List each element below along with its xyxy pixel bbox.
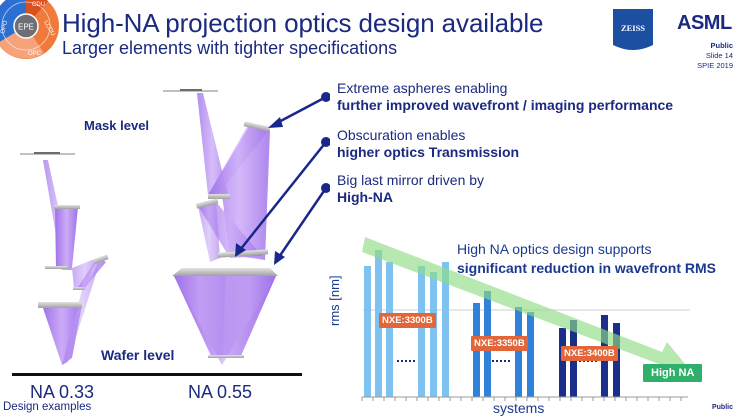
series-tag-high-na: High NA (643, 364, 703, 382)
x-axis-label: systems (493, 400, 545, 416)
mask-level-label: Mask level (84, 118, 150, 133)
edge-placement-error-logo-icon: EPE CDU LCDU OPC OPO (0, 0, 59, 59)
conference-label: SPIE 2019 (697, 61, 733, 70)
zeiss-logo-icon: ZEISS (613, 9, 653, 50)
trend-arrow-icon (362, 237, 690, 374)
svg-text:OPO: OPO (0, 20, 9, 35)
series-tag-nxe3400b: NXE:3400B (561, 346, 618, 361)
series-tag-nxe3350b: NXE:3350B (471, 336, 528, 351)
callout-big-mirror: Big last mirror driven by High-NA (337, 172, 484, 206)
wafer-level-label: Wafer level (101, 347, 175, 363)
callout-line-bold: higher optics Transmission (337, 144, 520, 160)
y-axis-label: rms [nm] (327, 275, 342, 326)
gap-dots-icon (397, 360, 597, 362)
svg-text:ZEISS: ZEISS (621, 23, 645, 33)
callout-line: Obscuration enables (337, 127, 466, 143)
footer-classification: Public (711, 404, 733, 411)
design-examples-caption: Design examples (3, 401, 92, 413)
na-033-label: NA 0.33 (30, 382, 95, 402)
wafer-baseline (12, 373, 302, 376)
x-axis-ticks (361, 397, 682, 401)
na-055-label: NA 0.55 (188, 382, 253, 402)
optics-diagrams (20, 89, 330, 365)
asml-logo: ASML (677, 12, 732, 34)
callout-line-bold: High-NA (337, 189, 393, 205)
callout-line: Big last mirror driven by (337, 172, 485, 188)
chart-title: High NA optics design supports significa… (457, 240, 716, 278)
bars-nxe3300b (364, 250, 449, 397)
slide-title: High-NA projection optics design availab… (62, 8, 544, 38)
chart-title-bold-line: significant reduction in wavefront RMS (457, 260, 717, 276)
callout-obscuration: Obscuration enables higher optics Transm… (337, 127, 519, 161)
svg-text:EPE: EPE (18, 23, 34, 32)
chart-title-line: High NA optics design supports (457, 241, 652, 257)
na033-optics-icon (20, 152, 109, 365)
slide-subtitle: Larger elements with tighter specificati… (62, 38, 398, 58)
callout-arrows (235, 92, 330, 265)
svg-text:OPC: OPC (28, 51, 42, 57)
slide-number: Slide 14 (705, 51, 733, 60)
svg-text:CDU: CDU (32, 2, 45, 8)
na055-optics-icon (163, 89, 278, 365)
callout-aspheres: Extreme aspheres enabling further improv… (337, 80, 673, 114)
classification-label: Public (710, 41, 733, 50)
series-tag-nxe3300b: NXE:3300B (379, 313, 436, 328)
callout-line: Extreme aspheres enabling (337, 80, 508, 96)
callout-line-bold: further improved wavefront / imaging per… (337, 97, 674, 113)
